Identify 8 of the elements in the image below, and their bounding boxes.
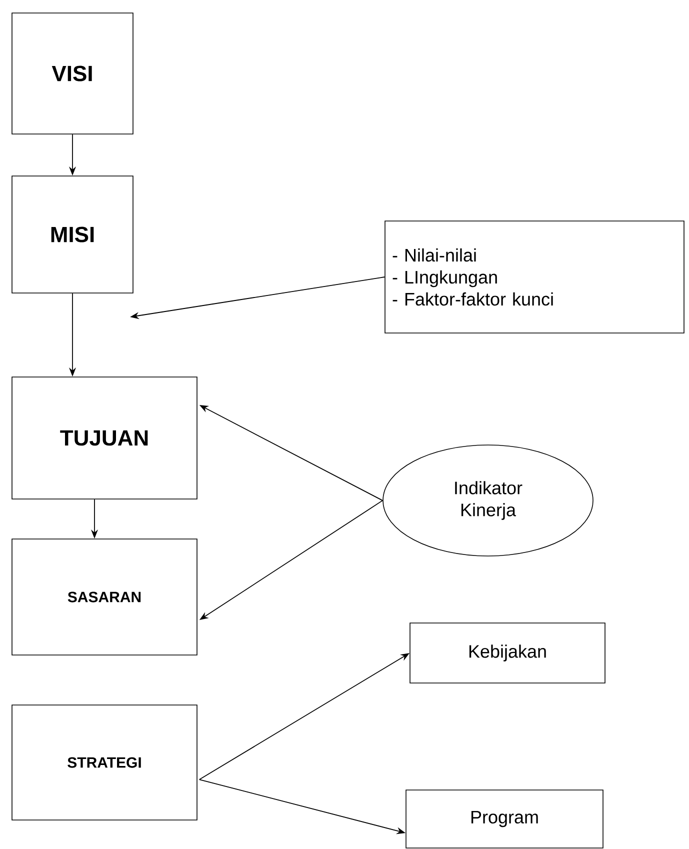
process-box: SASARAN <box>12 538 198 656</box>
process-box: Kebijakan <box>410 622 606 684</box>
process-box: VISI <box>12 12 134 134</box>
process-box: Program <box>406 790 604 848</box>
process-box: TUJUAN <box>12 376 198 500</box>
note-box: - Nilai-nilai - LIngkungan - Faktor-faktor kunci <box>384 220 684 334</box>
process-box: MISI <box>12 176 134 294</box>
process-box: STRATEGI <box>12 704 198 820</box>
